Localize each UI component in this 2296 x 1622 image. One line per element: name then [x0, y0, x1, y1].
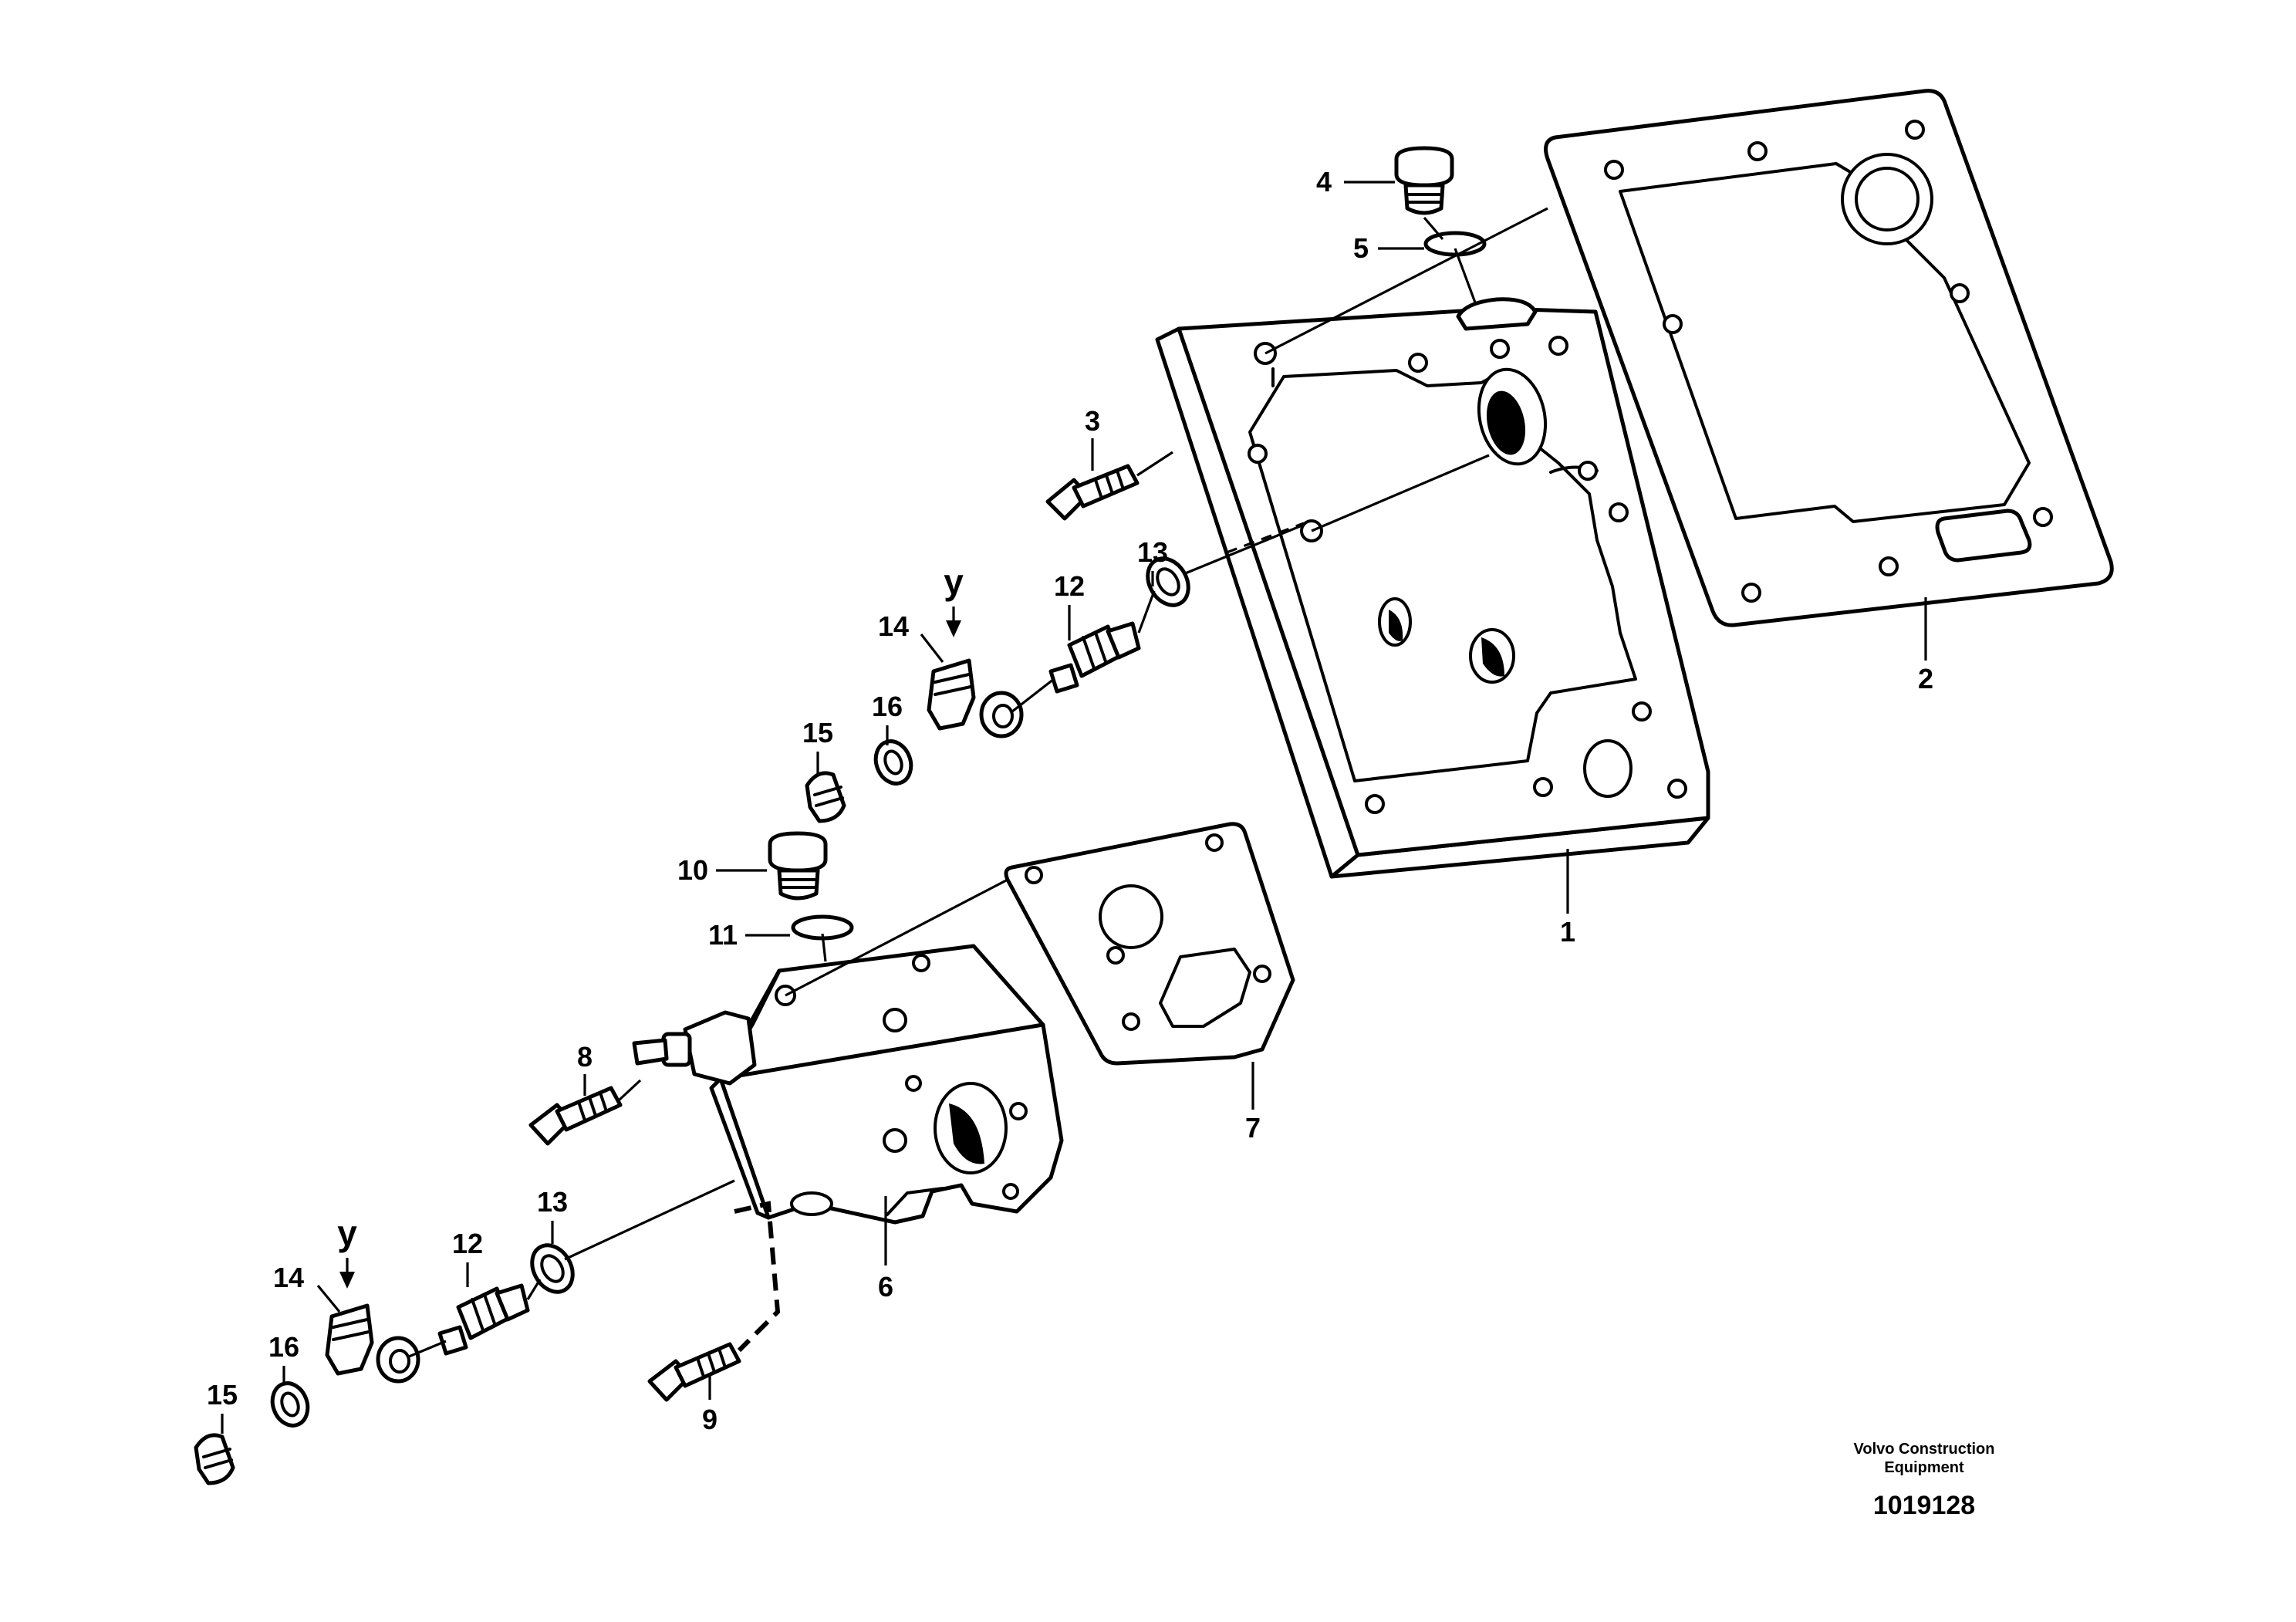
bolt-part-3 — [1045, 464, 1140, 521]
seal-ring-part-13-upper — [1146, 556, 1190, 607]
callout-15-lower: 15 — [207, 1379, 238, 1411]
gasket-plate-part-2 — [1544, 89, 2114, 627]
seal-ring-part-13-lower — [530, 1243, 575, 1294]
union-part-12-upper — [1048, 621, 1141, 694]
view-labels: y y — [337, 562, 964, 1253]
callout-16-upper: 16 — [872, 691, 903, 722]
callout-labels: 1 2 3 4 5 6 7 8 9 10 11 12 13 14 15 16 1… — [207, 166, 1933, 1435]
callout-7: 7 — [1245, 1112, 1261, 1144]
callout-14-lower: 14 — [273, 1262, 304, 1293]
view-arrow-upper — [946, 607, 961, 637]
callout-13-lower: 13 — [537, 1186, 568, 1218]
union-part-12-lower — [437, 1283, 530, 1356]
callout-15-upper: 15 — [802, 717, 833, 748]
bolt-part-9 — [647, 1342, 741, 1402]
elbow-part-14-lower — [325, 1303, 420, 1384]
elbow-part-14-upper — [927, 658, 1024, 738]
callout-leaders — [221, 181, 1927, 1434]
plug-part-10 — [768, 831, 828, 901]
plug-part-15-upper — [805, 771, 846, 823]
callout-16-lower: 16 — [268, 1331, 299, 1363]
callout-8: 8 — [577, 1041, 593, 1073]
assembly-lines — [408, 207, 1548, 1358]
document-number: 1019128 — [1873, 1491, 1975, 1520]
callout-5: 5 — [1353, 232, 1369, 264]
callout-10: 10 — [677, 854, 708, 886]
view-label-lower: y — [337, 1213, 357, 1253]
seal-ring-part-16-upper — [873, 739, 913, 786]
credit-block: Volvo Construction Equipment 1019128 — [1854, 1441, 1995, 1520]
callout-12-upper: 12 — [1054, 570, 1085, 602]
credit-line-1: Volvo Construction — [1854, 1441, 1995, 1458]
valve-housing-part-1 — [1155, 297, 1710, 879]
callout-3: 3 — [1085, 405, 1100, 437]
view-arrow-lower — [339, 1258, 355, 1289]
bolt-part-8 — [528, 1086, 623, 1146]
callout-1: 1 — [1560, 916, 1575, 948]
callout-6: 6 — [878, 1271, 893, 1303]
callout-12-lower: 12 — [452, 1228, 483, 1259]
callout-14-upper: 14 — [878, 610, 909, 642]
valve-block-part-6 — [632, 944, 1064, 1225]
callout-9: 9 — [702, 1404, 718, 1435]
callout-4: 4 — [1316, 166, 1332, 198]
callout-2: 2 — [1918, 663, 1933, 694]
callout-13-upper: 13 — [1137, 536, 1168, 568]
credit-line-2: Equipment — [1884, 1459, 1964, 1476]
gasket-part-7 — [1004, 822, 1295, 1066]
callout-11: 11 — [708, 919, 738, 951]
seal-ring-part-16-lower — [270, 1381, 310, 1428]
view-label-upper: y — [944, 562, 964, 602]
plug-part-4 — [1394, 146, 1454, 215]
plug-part-15-lower — [194, 1433, 235, 1485]
